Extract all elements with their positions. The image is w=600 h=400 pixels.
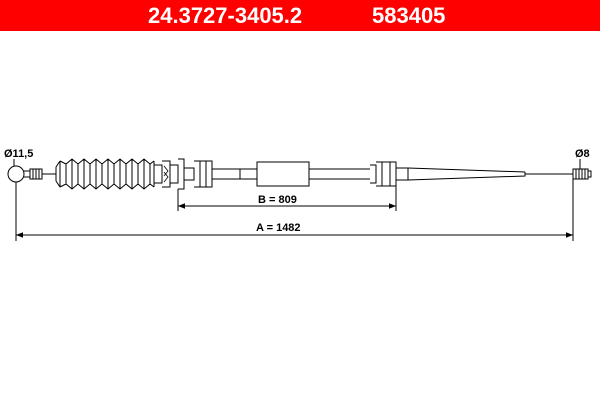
end-fitting bbox=[154, 158, 185, 190]
article-number: 583405 bbox=[372, 3, 446, 28]
part-number: 24.3727-3405.2 bbox=[148, 3, 303, 28]
dimension-a bbox=[15, 179, 574, 241]
dimension-b bbox=[177, 186, 397, 211]
diameter-labels: Ø11,5 Ø8 bbox=[4, 148, 590, 169]
conical-transition bbox=[407, 167, 526, 181]
left-stem bbox=[24, 170, 31, 178]
outer-sheath bbox=[212, 168, 257, 180]
sleeve-housing bbox=[184, 160, 213, 188]
right-abutment bbox=[370, 161, 409, 187]
title-bar: 24.3727-3405.2 583405 bbox=[0, 0, 600, 31]
left-diameter-label: Ø11,5 bbox=[4, 148, 33, 160]
left-ball-nipple bbox=[7, 165, 25, 183]
right-diameter-label: Ø8 bbox=[575, 148, 590, 160]
dimension-a-label: A = 1482 bbox=[256, 222, 301, 234]
middle-sheath-section bbox=[256, 161, 310, 187]
cable-assembly bbox=[7, 158, 592, 190]
dimension-b-label: B = 809 bbox=[258, 194, 297, 206]
cable-technical-drawing: Ø11,5 Ø8 B = 809 A = 1482 bbox=[4, 148, 592, 241]
rubber-bellows bbox=[55, 158, 155, 190]
right-end-nipple bbox=[572, 168, 589, 180]
